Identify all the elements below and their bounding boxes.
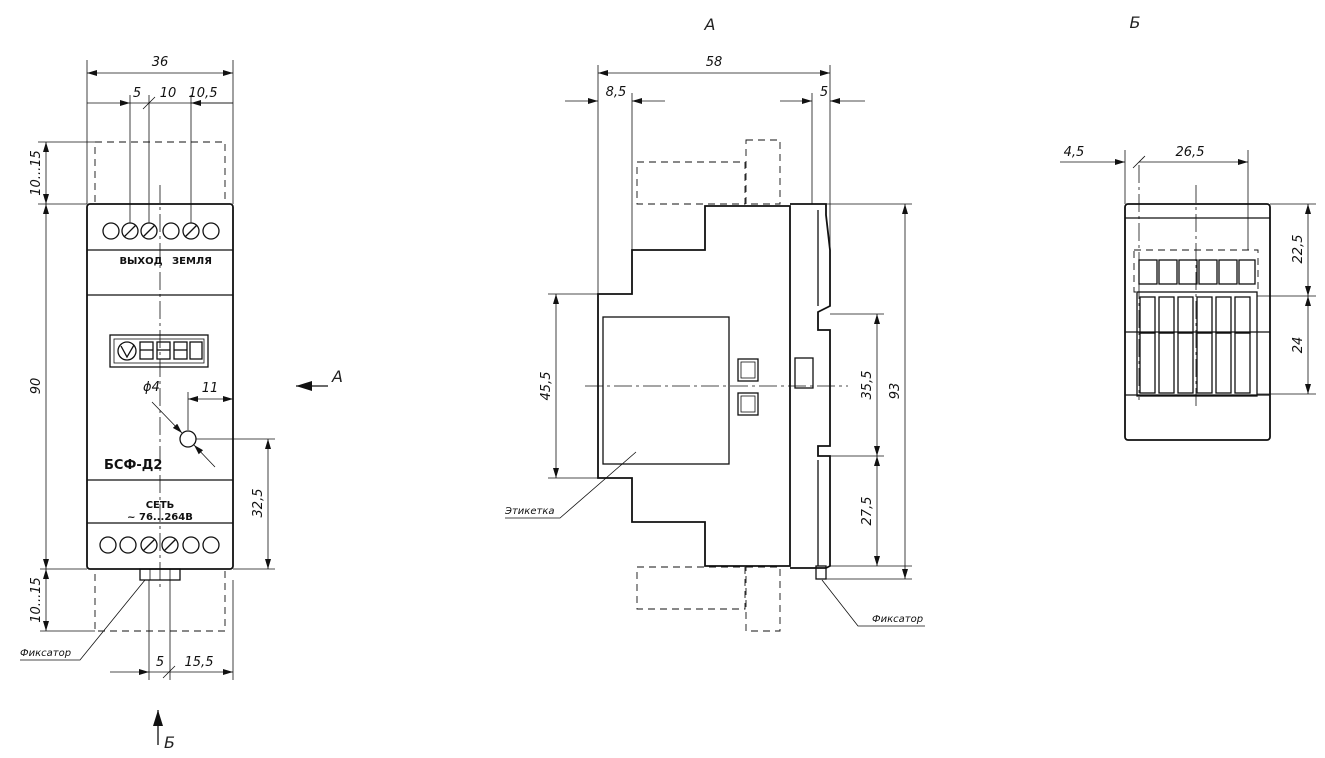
dim-side-8-5: 8,5 bbox=[606, 85, 627, 100]
dim-side-27-5: 27,5 bbox=[860, 497, 875, 526]
view-a-arrow-icon bbox=[296, 381, 312, 391]
dim-front-clearance-bottom: 10...15 bbox=[29, 577, 44, 622]
dim-bottom-22-5: 22,5 bbox=[1291, 235, 1306, 264]
dim-side-93: 93 bbox=[888, 383, 903, 400]
dim-front-clearance-top: 10...15 bbox=[29, 150, 44, 195]
side-cover bbox=[790, 203, 831, 569]
ground-label: ЗЕМЛЯ bbox=[172, 256, 212, 267]
bottom-view: 4,5 26,5 22,5 24 bbox=[1060, 145, 1316, 441]
side-view: 58 8,5 5 45,5 35,5 27,5 93 Этикетка bbox=[504, 55, 925, 632]
latch-note-front: Фиксатор bbox=[20, 648, 71, 659]
side-latch bbox=[815, 565, 827, 580]
dim-front-hole-offset: 11 bbox=[202, 381, 219, 396]
top-terminals bbox=[102, 222, 220, 240]
latch-leader-front bbox=[20, 579, 146, 661]
view-b-arrow-label: Б bbox=[164, 733, 175, 752]
output-label: ВЫХОД bbox=[119, 256, 162, 267]
dim-front-10: 10 bbox=[160, 86, 177, 101]
dim-front-hole-height: 32,5 bbox=[251, 489, 266, 518]
dim-front-10-5: 10,5 bbox=[189, 86, 218, 101]
view-a-arrow-label: А bbox=[331, 367, 343, 386]
latch-note-side: Фиксатор bbox=[872, 614, 923, 625]
dim-front-5-bottom: 5 bbox=[156, 655, 164, 670]
dim-side-45-5: 45,5 bbox=[539, 372, 554, 401]
dim-front-5-top: 5 bbox=[133, 86, 141, 101]
dim-side-35-5: 35,5 bbox=[860, 371, 875, 400]
dim-bottom-24: 24 bbox=[1291, 337, 1306, 354]
terminal-row-2 bbox=[1139, 296, 1251, 334]
dim-front-width: 36 bbox=[152, 55, 169, 70]
bottom-body bbox=[1124, 203, 1271, 441]
label-leader bbox=[505, 451, 637, 519]
dim-side-5: 5 bbox=[820, 85, 828, 100]
label-note: Этикетка bbox=[504, 506, 555, 517]
terminal-slots bbox=[1139, 332, 1251, 394]
terminal-row-1 bbox=[1138, 259, 1256, 285]
dim-front-hole: ϕ4 bbox=[143, 380, 160, 395]
view-b-label: Б bbox=[1130, 13, 1141, 32]
dim-bottom-4-5: 4,5 bbox=[1064, 145, 1085, 160]
mounting-hole bbox=[179, 430, 197, 448]
bottom-terminals bbox=[99, 536, 220, 554]
dim-side-depth: 58 bbox=[706, 55, 723, 70]
dim-front-height: 90 bbox=[29, 378, 44, 395]
front-view: ВЫХОД ЗЕМЛЯ БСФ-Д2 СЕТЬ ~ 76...264В bbox=[20, 55, 343, 752]
dim-front-15-5: 15,5 bbox=[185, 655, 214, 670]
view-b-arrow-icon bbox=[153, 710, 163, 726]
latch-leader-side bbox=[821, 579, 925, 627]
view-a-label: А bbox=[704, 15, 716, 34]
label-area bbox=[602, 316, 730, 465]
model-label: БСФ-Д2 bbox=[104, 458, 162, 473]
dim-bottom-26-5: 26,5 bbox=[1176, 145, 1205, 160]
logo bbox=[109, 334, 209, 368]
